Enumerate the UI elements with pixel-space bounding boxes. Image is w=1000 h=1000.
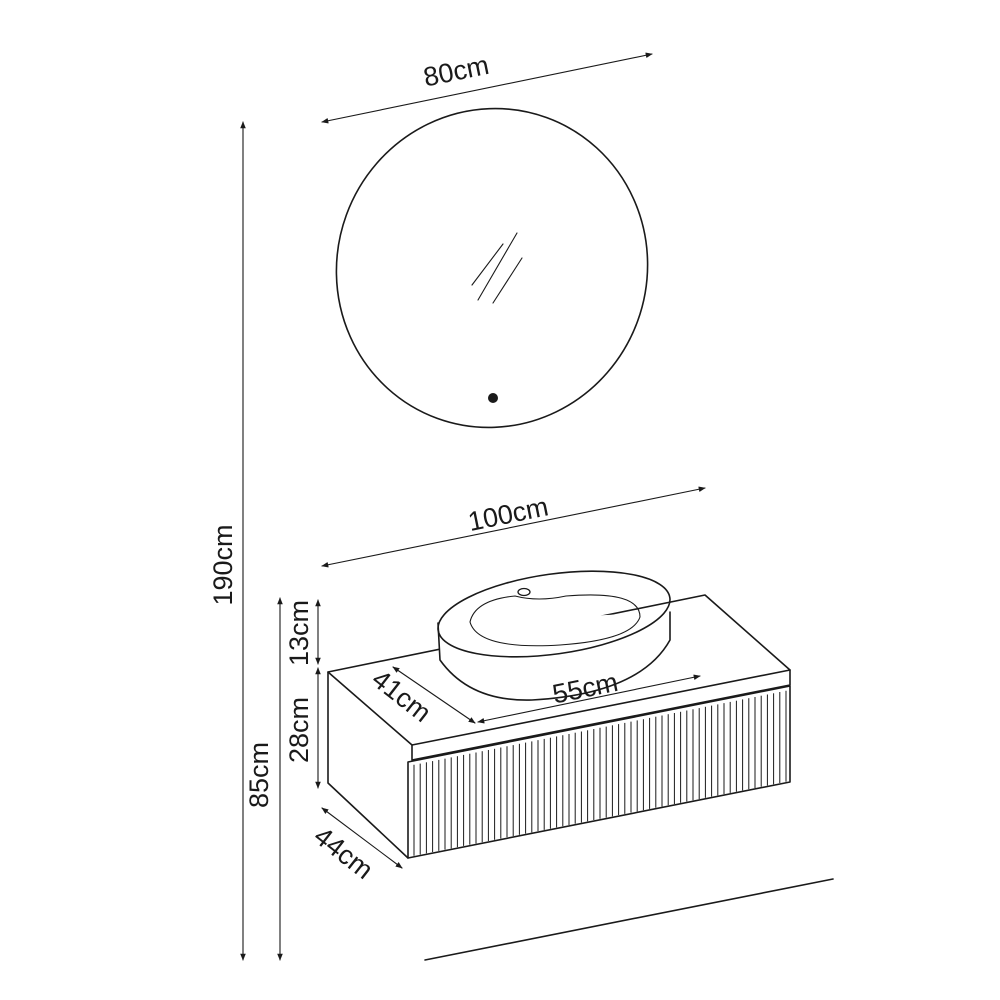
mount-height-label: 85cm [244, 742, 274, 808]
mirror-glare-line [492, 257, 523, 304]
mirror-width-dimension: 80cm [321, 50, 653, 124]
total-height-dimension: 190cm [208, 121, 246, 961]
cabinet-depth-label: 44cm [308, 821, 379, 885]
cabinet-depth-arrow [321, 807, 403, 869]
mount-height-dimension: 85cm [244, 597, 283, 961]
basin-bowl [469, 594, 641, 647]
mirror-touch-sensor-icon [488, 393, 498, 403]
mirror-width-label: 80cm [421, 50, 492, 93]
basin-rim [437, 570, 671, 658]
mirror-glare-line [477, 232, 518, 301]
mirror-glare-line [471, 243, 504, 286]
cabinet-width-arrow [321, 486, 706, 568]
drawer-front [407, 685, 791, 859]
mirror-outline [335, 107, 649, 429]
faucet-hole-icon [517, 587, 531, 597]
cabinet-height-dimension: 28cm [284, 667, 321, 789]
drawer-fluting [413, 690, 787, 856]
total-height-label: 190cm [208, 524, 238, 605]
cabinet-depth-dimension: 44cm [308, 807, 403, 885]
cabinet-height-label: 28cm [284, 697, 314, 763]
basin-width-arrow [477, 674, 701, 724]
basin-depth-arrow [392, 666, 476, 724]
cabinet-width-dimension: 100cm [321, 486, 706, 568]
cabinet-width-label: 100cm [466, 491, 551, 537]
floor-line [424, 878, 834, 961]
mirror-width-arrow [321, 52, 653, 124]
basin-height-dimension: 13cm [284, 599, 321, 666]
round-mirror [335, 107, 649, 429]
basin-height-label: 13cm [284, 600, 314, 666]
